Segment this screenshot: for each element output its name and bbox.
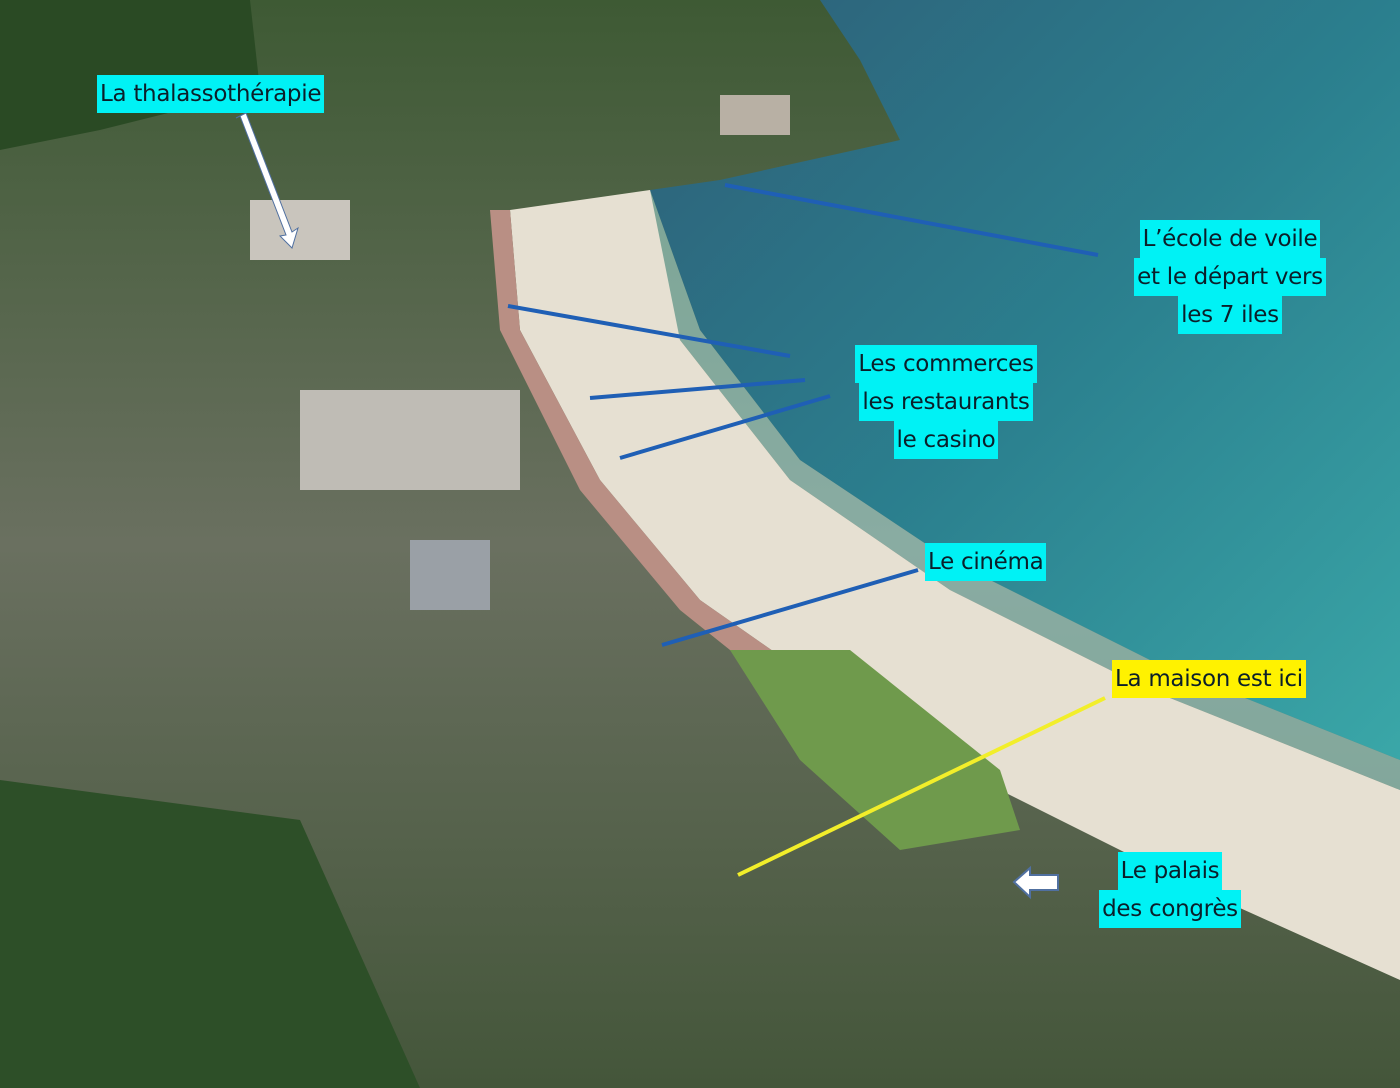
pointer-arrows — [507, 183, 1099, 647]
label-thalassotherapie: La thalassothérapie — [97, 75, 325, 113]
arrow-thalasso — [235, 112, 299, 249]
arrow-restaurants — [589, 378, 806, 400]
label-maison: La maison est ici — [1112, 660, 1306, 698]
building — [410, 540, 490, 610]
arrow-maison — [737, 696, 1106, 877]
arrow-casino — [619, 394, 831, 460]
building — [300, 390, 520, 490]
arrow-ecole — [724, 183, 1099, 257]
arrow-commerces — [507, 304, 791, 358]
trees — [0, 780, 420, 1088]
arrow-palais — [1012, 865, 1059, 900]
building — [720, 95, 790, 135]
building — [250, 200, 350, 260]
park — [730, 650, 1020, 850]
surf — [640, 190, 1400, 790]
arrow-cinema — [661, 568, 919, 647]
label-cinema: Le cinéma — [925, 543, 1047, 581]
beach — [510, 190, 1400, 980]
